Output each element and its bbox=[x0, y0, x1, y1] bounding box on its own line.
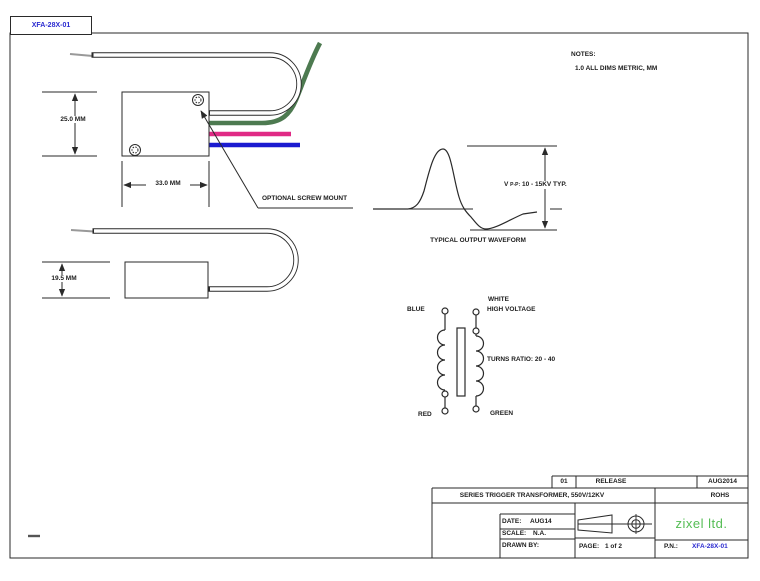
date-value: AUG14 bbox=[530, 518, 552, 525]
revision-number: 01 bbox=[560, 478, 568, 485]
polarity-dot-icon bbox=[472, 327, 480, 335]
waveform-curve bbox=[373, 148, 538, 230]
vpp-value: 10 - 15KV TYP. bbox=[521, 181, 567, 188]
polarity-dot-icon bbox=[441, 390, 449, 398]
waveform-ref-lines bbox=[467, 145, 557, 231]
screw-mount-leader-line bbox=[200, 110, 353, 209]
revision-description: RELEASE bbox=[595, 478, 627, 485]
scale-value: N.A. bbox=[533, 530, 546, 537]
dimension-label-width: 33.0 MM bbox=[146, 180, 190, 188]
scale-label: SCALE: bbox=[502, 530, 527, 537]
projection-symbol-icon bbox=[577, 514, 652, 534]
revision-date: AUG2014 bbox=[708, 478, 737, 485]
title-block bbox=[431, 475, 748, 558]
side-view-drawing bbox=[42, 228, 299, 299]
pn-label: P.N.: bbox=[664, 543, 678, 550]
schematic-label-white: WHITE bbox=[488, 296, 509, 303]
dimension-label-side-height: 19.5 MM bbox=[40, 275, 88, 283]
screw-hole-top-right-icon bbox=[192, 94, 204, 106]
waveform-caption: TYPICAL OUTPUT WAVEFORM bbox=[430, 237, 526, 244]
page-label: PAGE: bbox=[579, 543, 600, 550]
part-number-tag: XFA-28X-01 bbox=[10, 16, 92, 35]
transformer-body-side-view bbox=[124, 261, 209, 299]
transformer-body-top-view bbox=[121, 91, 210, 157]
company-logo-text: zixel ltd. bbox=[675, 516, 728, 531]
dimension-height-25mm bbox=[42, 91, 97, 157]
secondary-winding bbox=[472, 308, 485, 413]
page-value: 1 of 2 bbox=[605, 543, 622, 550]
dimension-label-height: 25.0 MM bbox=[50, 116, 96, 124]
schematic-label-high-voltage: HIGH VOLTAGE bbox=[487, 306, 536, 313]
screw-mount-callout: OPTIONAL SCREW MOUNT bbox=[262, 195, 348, 202]
schematic-label-blue: BLUE bbox=[407, 306, 425, 313]
date-label: DATE: bbox=[502, 518, 522, 525]
schematic-label-green: GREEN bbox=[490, 410, 514, 417]
wire-tip-icon bbox=[69, 53, 94, 57]
turns-ratio-label: TURNS RATIO: 20 - 40 bbox=[487, 356, 556, 363]
schematic-label-red: RED bbox=[418, 411, 432, 418]
sheet-border bbox=[9, 32, 749, 559]
transformer-core bbox=[456, 327, 466, 397]
white-wire-fill bbox=[94, 229, 298, 291]
transformer-schematic bbox=[436, 307, 485, 415]
part-description: SERIES TRIGGER TRANSFORMER, 550V/12KV bbox=[459, 492, 605, 499]
vpp-annotation: V P-P: 10 - 15KV TYP. bbox=[502, 181, 569, 189]
notes-item: 1.0 ALL DIMS METRIC, MM bbox=[575, 65, 658, 72]
title-block-grid bbox=[431, 475, 748, 558]
primary-winding bbox=[436, 307, 449, 415]
vpp-prefix: V bbox=[504, 181, 509, 188]
screw-hole-bottom-left-icon bbox=[129, 144, 141, 156]
vpp-subscript: P-P: bbox=[510, 182, 521, 188]
notes-title: NOTES: bbox=[571, 51, 596, 58]
white-wire-fill bbox=[93, 53, 301, 115]
drawn-by-label: DRAWN BY: bbox=[502, 542, 540, 549]
wire-tip-icon bbox=[70, 229, 95, 233]
top-view-drawing bbox=[42, 41, 353, 209]
pn-value: XFA-28X-01 bbox=[692, 543, 728, 550]
part-number-tag-label: XFA-28X-01 bbox=[31, 22, 71, 29]
compliance-label: ROHS bbox=[710, 492, 730, 499]
